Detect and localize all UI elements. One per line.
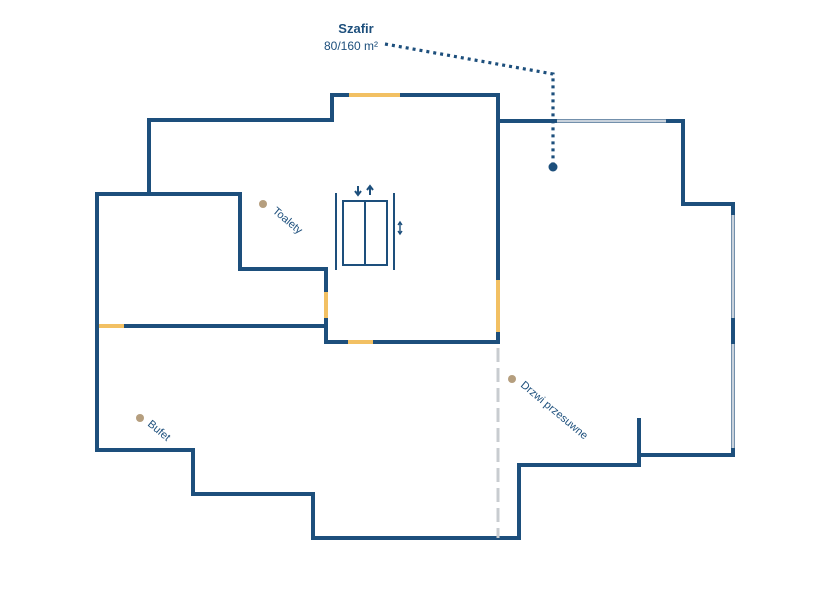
up-down-arrows-icon (397, 220, 403, 236)
room-area: 80/160 m² (324, 39, 378, 53)
room-marker-dot-icon[interactable] (548, 162, 558, 172)
south-east-wall (496, 418, 641, 540)
east-wall (496, 119, 735, 457)
room-leader-line (384, 42, 555, 164)
buffet-label: Bufet (145, 418, 172, 444)
toilets-marker-icon[interactable] (259, 200, 267, 208)
toilets-label: Toalety (270, 205, 305, 237)
elevator-icon[interactable] (335, 193, 395, 270)
buffet-marker-icon[interactable] (136, 414, 144, 422)
room-name: Szafir (338, 21, 373, 36)
north-wall (147, 93, 500, 196)
elevator-direction-arrows-icon (354, 184, 374, 197)
west-south-wall (95, 192, 500, 540)
sliding-doors-marker-icon[interactable] (508, 375, 516, 383)
sliding-doors-label: Drzwi przesuwne (518, 379, 590, 442)
